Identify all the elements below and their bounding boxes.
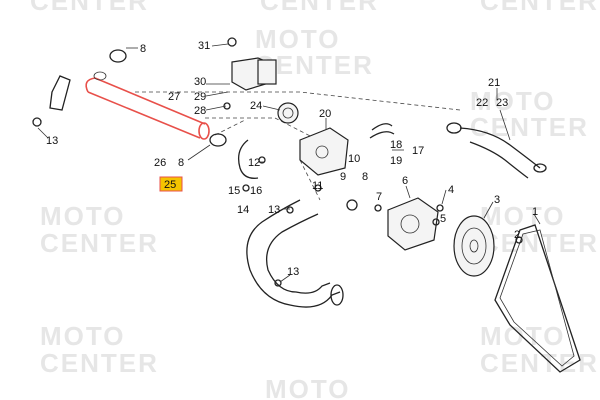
bolt[interactable] (515, 236, 523, 244)
bolt[interactable] (436, 204, 444, 212)
callout-label: 29 (194, 91, 206, 103)
watermark-text: CENTER (40, 348, 159, 378)
bypass-hose[interactable] (237, 139, 259, 179)
callout-label: 6 (402, 175, 408, 187)
callout-label: 7 (376, 191, 382, 203)
thermostat[interactable] (277, 102, 299, 124)
callout-label: 21 (488, 77, 500, 89)
callout-label: 14 (237, 204, 249, 216)
callout-label: 22 (476, 97, 488, 109)
o-ring[interactable] (209, 133, 227, 147)
small-hose[interactable] (369, 123, 395, 139)
pulley[interactable] (453, 215, 495, 277)
bolt[interactable] (374, 204, 382, 212)
o-ring[interactable] (109, 49, 127, 63)
callout-label: 23 (496, 97, 508, 109)
callout-label: 8 (362, 171, 368, 183)
callout-labels: 8 31 30 29 27 28 24 20 21 22 23 13 26 8 … (46, 40, 538, 278)
callout-label: 17 (412, 145, 424, 157)
callout-label: 13 (46, 135, 58, 147)
callout-label: 30 (194, 76, 206, 88)
callout-label: 11 (312, 180, 323, 192)
callout-label: 13 (287, 266, 299, 278)
watermark-text: CENTER (480, 228, 599, 258)
lower-hose[interactable] (246, 199, 344, 308)
callout-label: 1 (532, 206, 538, 218)
callout-label: 16 (250, 185, 262, 197)
selected-marker[interactable] (159, 176, 183, 192)
water-pump[interactable] (387, 197, 439, 251)
pipe-bracket[interactable] (32, 75, 71, 127)
bolt[interactable] (432, 218, 440, 226)
radiator-hose[interactable] (446, 122, 547, 179)
callout-label: 28 (194, 105, 206, 117)
bolt[interactable] (274, 279, 282, 287)
callout-label: 19 (390, 155, 402, 167)
callout-label: 8 (140, 43, 146, 55)
callout-label: 3 (494, 194, 500, 206)
callout-label: 18 (390, 139, 402, 151)
watermark-text: MOTO (480, 201, 566, 231)
callout-label: 12 (248, 157, 260, 169)
callout-label: 31 (198, 40, 210, 52)
watermark-text: MOTO (470, 86, 556, 116)
coolant-pipe-highlighted[interactable] (85, 71, 210, 140)
drive-belt[interactable] (494, 224, 581, 373)
watermark-text: CENTER (470, 112, 589, 142)
watermark-text: CENTER (40, 228, 159, 258)
bolt[interactable] (258, 156, 266, 164)
callout-label: 5 (440, 213, 446, 225)
callout-label: 8 (178, 157, 184, 169)
callout-label: 2 (514, 229, 520, 241)
watermark-text: MOTO (255, 24, 341, 54)
assembly-guides (135, 91, 461, 201)
callout-label: 27 (168, 91, 180, 103)
callout-label: 4 (448, 184, 454, 196)
bolt[interactable] (286, 206, 294, 214)
callout-label: 15 (228, 185, 240, 197)
callout-label: 20 (319, 108, 331, 120)
leader-lines (37, 43, 541, 283)
callout-label: 9 (340, 171, 346, 183)
watermark-text: MOTO (480, 321, 566, 351)
callout-label: 25 (164, 179, 176, 191)
callout-label: 24 (250, 100, 262, 112)
watermark-text: CENTER (480, 0, 599, 16)
watermark-text: MOTO (40, 201, 126, 231)
callout-label: 13 (268, 204, 280, 216)
watermark-text: MOTO (40, 321, 126, 351)
o-ring[interactable] (346, 199, 358, 211)
watermark-text: CENTER (30, 0, 149, 16)
watermark-layer: CENTER CENTER CENTER MOTO CENTER MOTO CE… (30, 0, 599, 400)
thermostat-cover[interactable] (227, 37, 277, 91)
callout-label: 10 (348, 153, 360, 165)
pump-housing[interactable] (299, 127, 349, 176)
callout-label: 26 (154, 157, 166, 169)
watermark-text: MOTO (265, 374, 351, 400)
bolt[interactable] (242, 184, 250, 192)
watermark-text: CENTER (260, 0, 379, 16)
bolt[interactable] (314, 184, 322, 192)
